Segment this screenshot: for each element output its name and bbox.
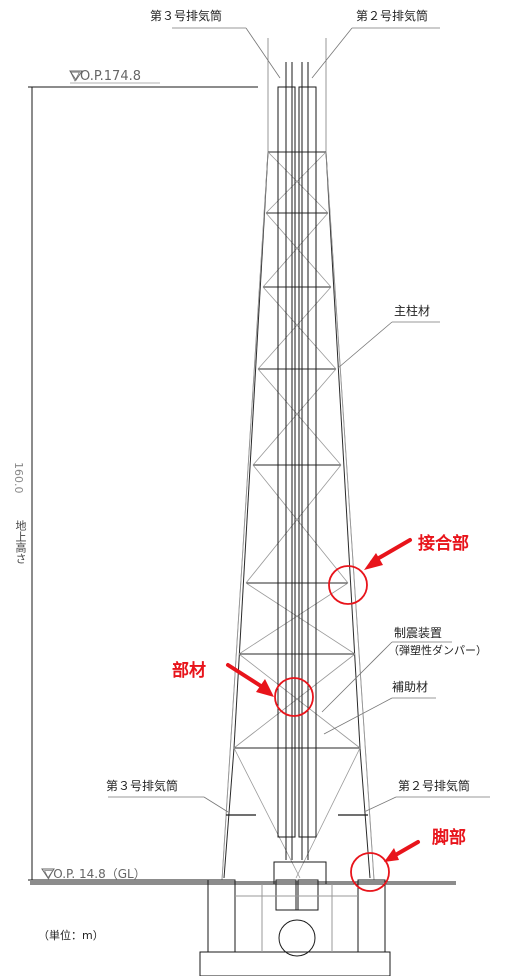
- central-stacks: [277, 62, 317, 860]
- height-dimension: [28, 86, 258, 881]
- leg-circle: [350, 852, 390, 892]
- member-circle: [274, 677, 314, 717]
- damper-label-2: （弾塑性ダンパー）: [388, 644, 487, 657]
- highlights: [274, 565, 390, 892]
- leg-label: 脚部: [432, 828, 466, 848]
- brace-label: 補助材: [392, 680, 429, 694]
- diagonal-bracing: [221, 151, 375, 881]
- damper-label-1: 制震装置: [394, 626, 443, 640]
- top-level-label: ▽O.P.174.8: [70, 69, 141, 84]
- ground-level-label: ▽O.P. 14.8（GL）: [44, 867, 146, 881]
- top-level-marker: [69, 70, 83, 81]
- ground-height-label: 地上高さ: [14, 520, 27, 564]
- unit-label: （単位：m）: [38, 929, 104, 942]
- joint-circle: [328, 565, 368, 605]
- main-post-label: 主柱材: [394, 304, 431, 318]
- tower-outline: [221, 38, 375, 881]
- ground-height-value: 160.0: [12, 462, 25, 494]
- lattice-tower: [223, 151, 371, 879]
- leader-lines: [108, 27, 490, 813]
- joint-label: 接合部: [418, 534, 469, 554]
- ground-level-marker: [41, 868, 55, 879]
- stack2-bottom-label: 第２号排気筒: [398, 779, 471, 793]
- stack2-top-label: 第２号排気筒: [356, 9, 429, 23]
- stack3-top-label: 第３号排気筒: [150, 9, 223, 23]
- arrows: [226, 538, 420, 862]
- member-arrow: [226, 663, 266, 690]
- stack3-bottom-label: 第３号排気筒: [106, 779, 179, 793]
- member-label: 部材: [172, 661, 206, 681]
